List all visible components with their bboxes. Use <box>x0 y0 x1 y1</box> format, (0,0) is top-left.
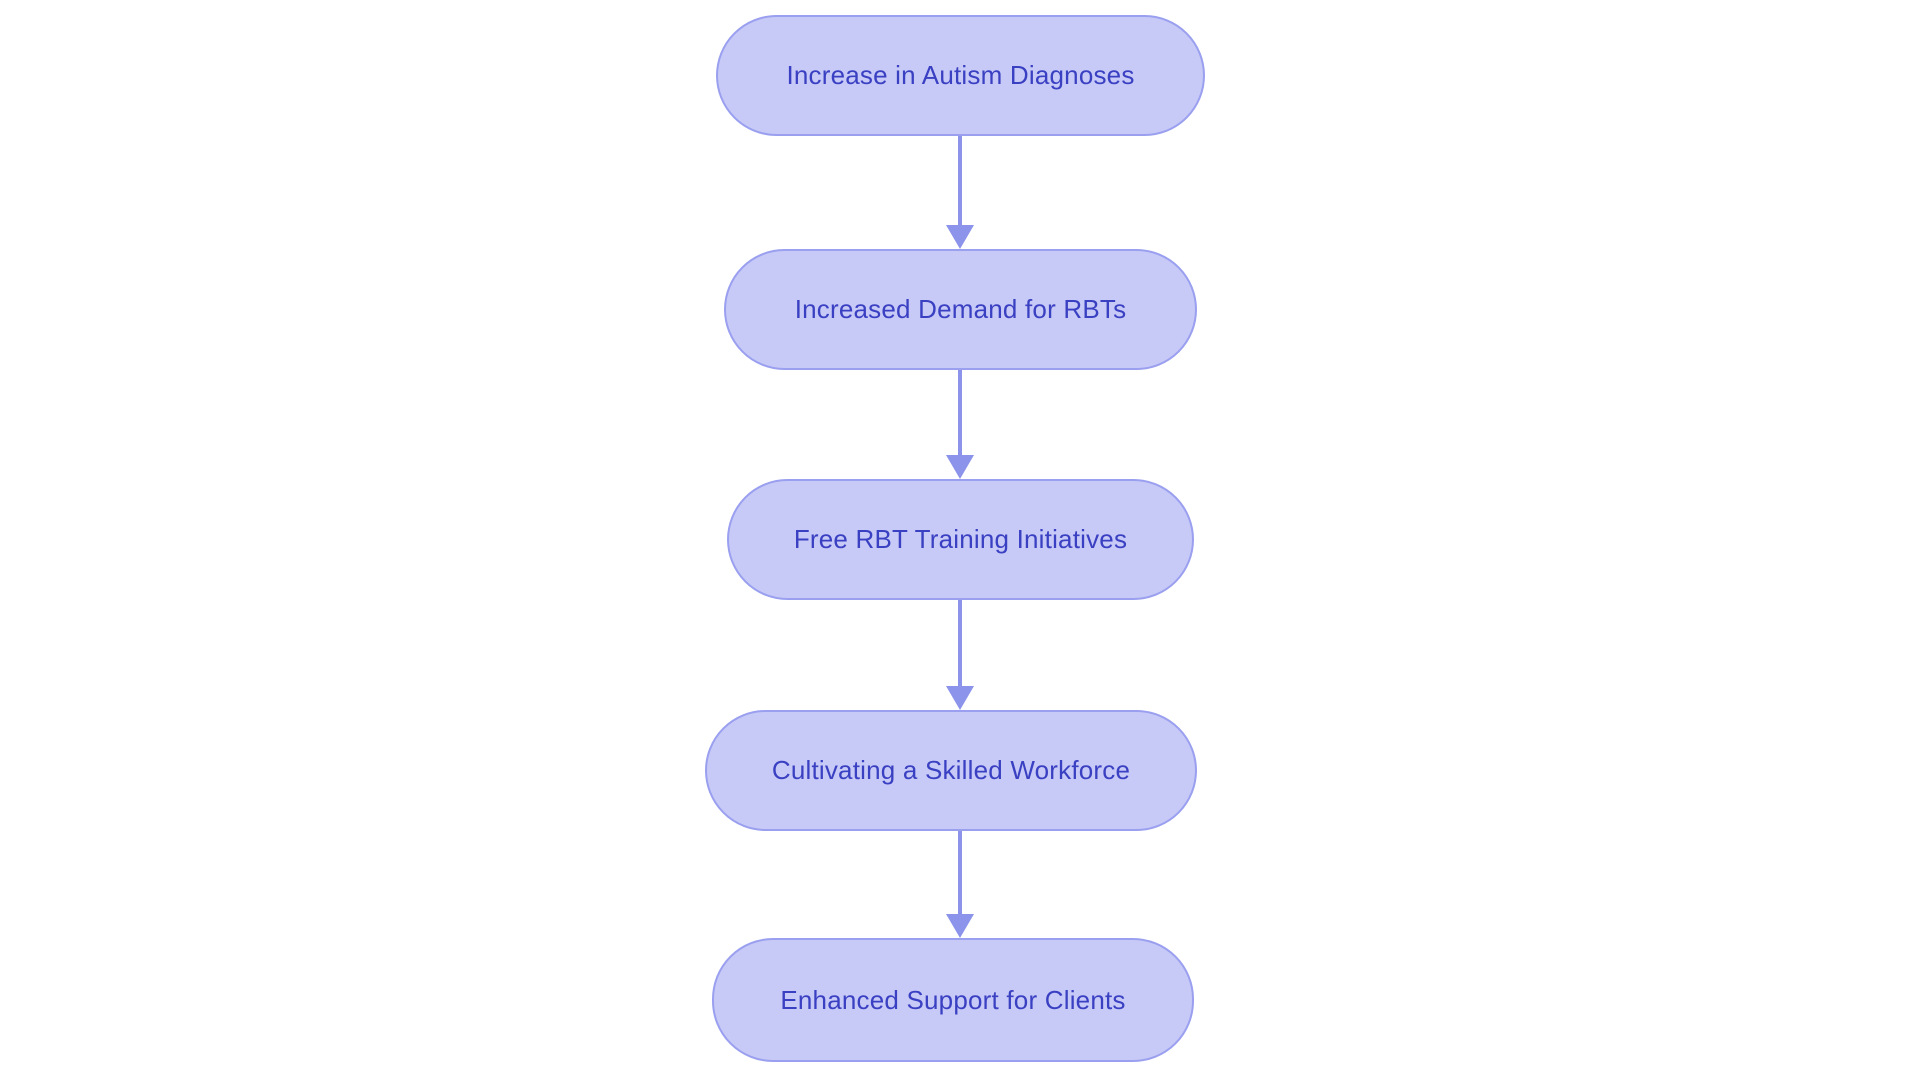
arrow-line <box>958 831 962 914</box>
arrowhead-down-icon <box>946 914 974 938</box>
flow-node-label: Free RBT Training Initiatives <box>793 524 1128 554</box>
arrow-line <box>958 370 962 455</box>
flow-arrow-3 <box>946 600 974 710</box>
arrowhead-down-icon <box>946 455 974 479</box>
flow-node-increased-demand-for-rbts: Increased Demand for RBTs <box>724 249 1197 370</box>
flow-node-cultivating-a-skilled-workforce: Cultivating a Skilled Workforce <box>705 710 1197 831</box>
arrowhead-down-icon <box>946 686 974 710</box>
flow-node-enhanced-support-for-clients: Enhanced Support for Clients <box>712 938 1194 1062</box>
flow-node-increase-in-autism-diagnoses: Increase in Autism Diagnoses <box>716 15 1205 136</box>
flow-arrow-4 <box>946 831 974 938</box>
arrow-line <box>958 136 962 225</box>
flow-node-free-rbt-training-initiatives: Free RBT Training Initiatives <box>727 479 1194 600</box>
flow-arrow-2 <box>946 370 974 479</box>
flow-arrow-1 <box>946 136 974 249</box>
flow-node-label: Enhanced Support for Clients <box>780 984 1126 1015</box>
flow-node-label: Increase in Autism Diagnoses <box>786 60 1135 90</box>
flow-node-label: Increased Demand for RBTs <box>794 294 1127 324</box>
arrow-line <box>958 600 962 686</box>
arrowhead-down-icon <box>946 225 974 249</box>
flow-node-label: Cultivating a Skilled Workforce <box>771 755 1131 785</box>
